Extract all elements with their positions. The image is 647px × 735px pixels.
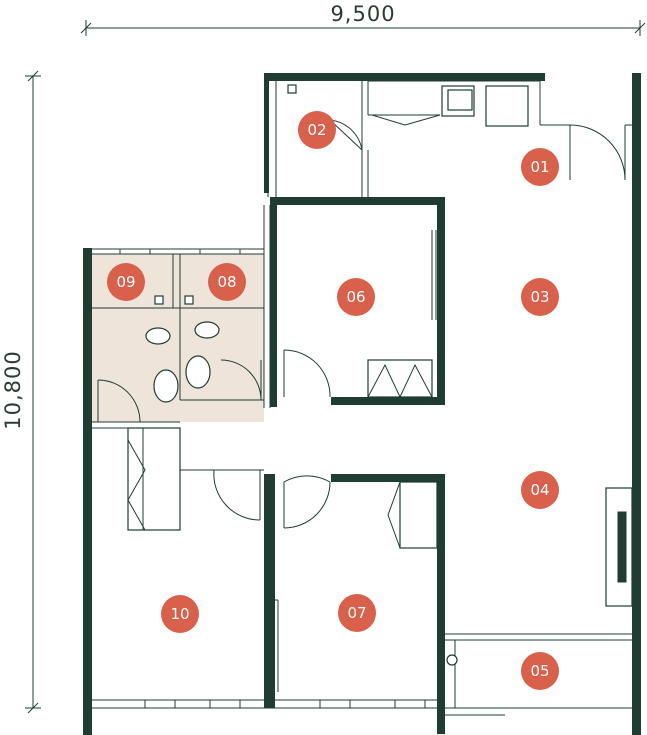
room-marker-09: 09 [107, 263, 145, 301]
svg-text:01: 01 [530, 158, 549, 176]
svg-text:06: 06 [346, 288, 365, 306]
height-dimension: 10,800 [1, 70, 41, 714]
svg-text:02: 02 [307, 121, 326, 139]
room-marker-05: 05 [521, 652, 559, 690]
basin-09-icon [153, 369, 179, 403]
floor-drain-icon [446, 654, 458, 666]
svg-text:07: 07 [347, 604, 366, 622]
room-marker-10: 10 [161, 595, 199, 633]
doors [97, 114, 626, 549]
svg-text:10: 10 [170, 605, 189, 623]
room-marker-06: 06 [337, 278, 375, 316]
room-marker-03: 03 [521, 278, 559, 316]
svg-text:05: 05 [530, 662, 549, 680]
kitchen-sink-icon [447, 89, 473, 111]
room-marker-08: 08 [208, 263, 246, 301]
room-marker-02: 02 [298, 111, 336, 149]
toilet-08-icon [194, 321, 220, 339]
width-label: 9,500 [330, 2, 395, 26]
basin-08-icon [185, 355, 211, 389]
svg-text:03: 03 [530, 288, 549, 306]
room-marker-07: 07 [338, 594, 376, 632]
thick-walls [83, 73, 641, 735]
svg-text:04: 04 [530, 481, 549, 499]
toilet-09-icon [145, 327, 171, 345]
room-marker-04: 04 [521, 471, 559, 509]
room-marker-01: 01 [521, 148, 559, 186]
bathroom-fixtures [145, 84, 473, 666]
height-label: 10,800 [1, 350, 25, 429]
width-dimension: 9,500 [80, 2, 646, 36]
svg-text:09: 09 [116, 273, 135, 291]
svg-text:08: 08 [217, 273, 236, 291]
